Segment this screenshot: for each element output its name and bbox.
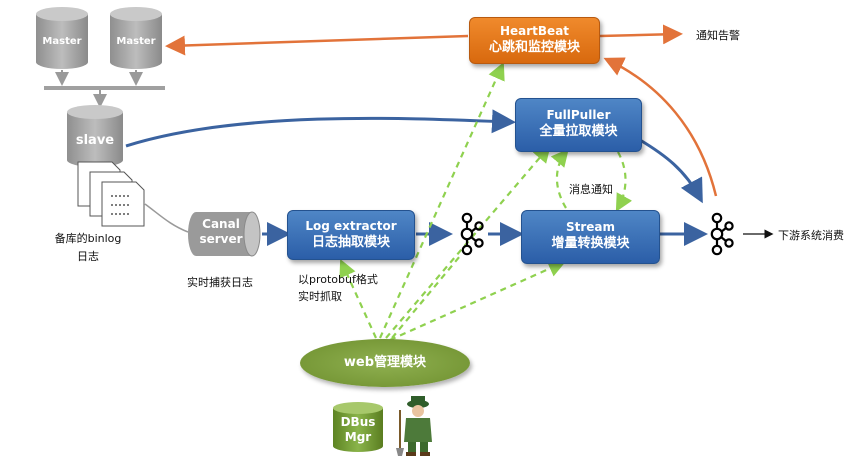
log-extractor-subtitle: 日志抽取模块 [311, 235, 390, 250]
log-extractor-title: Log extractor [305, 219, 397, 233]
protobuf-caption: 以protobuf格式 [298, 273, 378, 286]
heartbeat-arrows [165, 24, 718, 197]
canal-caption: 实时捕获日志 [187, 276, 253, 289]
fullpuller-title: FullPuller [546, 108, 611, 122]
data-flow-arrows [125, 109, 708, 246]
binlog-caption: 备库的binlog [54, 232, 122, 245]
binlog-document-icon [77, 161, 145, 227]
log-extractor-module[interactable]: Log extractor 日志抽取模块 [287, 210, 415, 260]
slave-database-icon [67, 105, 123, 167]
stream-title: Stream [565, 220, 616, 234]
replication-lines [44, 70, 165, 108]
dbus-label-line2: Mgr [344, 430, 372, 444]
administrator-figure-icon [396, 396, 432, 456]
message-notify-text: 消息通知 [569, 183, 613, 196]
binlog-to-canal-connector [144, 203, 189, 233]
dbus-mgr-label: DBus Mgr [333, 415, 383, 445]
fullpuller-module[interactable]: FullPuller 全量拉取模块 [515, 98, 642, 152]
protobuf-caption-line2: 实时抓取 [298, 290, 342, 303]
canal-cylinder-icon [188, 211, 261, 257]
canal-label-line1: Canal [202, 217, 240, 231]
master-database-icon [36, 7, 88, 69]
web-management-module[interactable]: web管理模块 [300, 339, 470, 387]
kafka-icon [710, 212, 734, 256]
heartbeat-subtitle: 心跳和监控模块 [488, 40, 580, 55]
heartbeat-title: HeartBeat [499, 24, 570, 38]
master-label: Master [42, 36, 82, 47]
heartbeat-module[interactable]: HeartBeat 心跳和监控模块 [469, 17, 600, 64]
canal-label-line2: server [199, 232, 243, 246]
slave-label: slave [75, 133, 115, 148]
stream-module[interactable]: Stream 增量转换模块 [521, 210, 660, 264]
kafka-icon [460, 212, 484, 256]
stream-subtitle: 增量转换模块 [551, 236, 630, 251]
canal-server-label: Canal server [190, 217, 252, 247]
binlog-caption-line2: 日志 [77, 250, 99, 263]
dbus-label-line1: DBus [340, 415, 376, 429]
downstream-text: 下游系统消费 [778, 229, 844, 242]
master-label: Master [116, 36, 156, 47]
master-database-icon [110, 7, 162, 69]
fullpuller-subtitle: 全量拉取模块 [539, 124, 618, 139]
dbus-mgr-database-icon [333, 402, 383, 452]
alert-text: 通知告警 [696, 29, 740, 42]
